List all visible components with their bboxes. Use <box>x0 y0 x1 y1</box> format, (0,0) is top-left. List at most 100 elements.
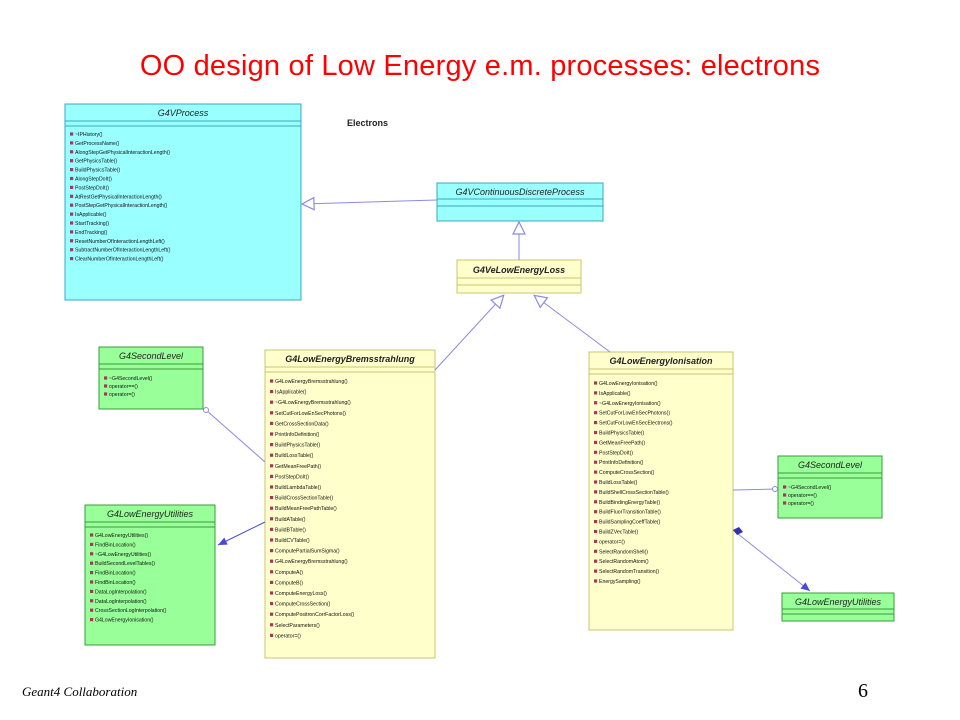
operation-bullet <box>70 257 74 261</box>
operation-bullet <box>70 132 74 136</box>
operation: BuildSamplingCoeffTable() <box>599 520 661 526</box>
operation-bullet <box>70 212 74 216</box>
operation: G4LowEnergyBremsstrahlung() <box>275 559 348 565</box>
aggregation-diamond <box>733 527 743 535</box>
operation: ComputeA() <box>275 570 303 576</box>
operation: BuildLossTable() <box>275 453 314 459</box>
operation-bullet <box>90 599 94 603</box>
operation-bullet <box>70 230 74 234</box>
operation-bullet <box>594 529 598 534</box>
class-bremsstrahlung[interactable]: G4LowEnergyBremsstrahlung G4LowEnergyBre… <box>264 349 436 659</box>
operation: DataLogInterpolation() <box>95 589 147 595</box>
class-second-level-right[interactable]: G4SecondLevel ~G4SecondLevel()operator==… <box>777 455 883 519</box>
operation: FindBinLocation() <box>95 571 136 577</box>
operation-bullet <box>90 571 94 575</box>
class-g4vprocess-name: G4VProcess <box>158 108 209 118</box>
operation-bullet <box>594 411 598 415</box>
class-ve-low-energy-loss[interactable]: G4VeLowEnergyLoss <box>456 259 582 294</box>
operation-bullet <box>270 517 274 521</box>
class-utilities-left[interactable]: G4LowEnergyUtilities G4LowEnergyUtilitie… <box>84 504 216 646</box>
operation: G4LowEnergyBremsstrahlung() <box>275 379 348 385</box>
operation: IsApplicable() <box>75 212 107 218</box>
operation-bullet <box>270 623 274 627</box>
operation: ~G4LowEnergyIonisation() <box>599 401 661 407</box>
operation: BuildPhysicsTable() <box>75 168 121 174</box>
operation: SetCutForLowEnSecPhotons() <box>599 411 670 417</box>
operation: BuildFluorTransitionTable() <box>599 510 661 516</box>
operation-bullet <box>270 602 274 606</box>
assoc-brems-utilities-left <box>217 521 266 546</box>
operation-bullet <box>594 500 598 504</box>
operation: ~G4LowEnergyBremsstrahlung() <box>275 400 351 406</box>
operation: ~G4LowEnergyUtilities() <box>95 552 151 558</box>
operation: BuildShellCrossSectionTable() <box>599 490 669 496</box>
operation-bullet <box>594 460 598 464</box>
operation-bullet <box>594 490 598 494</box>
operation-bullet <box>594 401 598 405</box>
operation: ~G4SecondLevel() <box>109 376 153 382</box>
operation: BuildBTable() <box>275 527 306 533</box>
operation: operator==() <box>109 384 138 390</box>
operation-bullet <box>270 411 274 415</box>
operation: FindBinLocation() <box>95 542 136 548</box>
operation: G4LowEnergyIonisation() <box>599 381 658 387</box>
assoc-ion-second-level-right <box>732 488 779 491</box>
operation-bullet <box>270 538 274 542</box>
operation-bullet <box>270 485 274 489</box>
operation: SelectRandomShell() <box>599 549 648 555</box>
operation: BuildATable() <box>275 517 306 523</box>
operation-bullet <box>270 443 274 447</box>
class-second-level-right-ops: ~G4SecondLevel()operator==()operator=() <box>783 485 832 507</box>
operation-bullet <box>90 561 94 565</box>
class-utilities-right[interactable]: G4LowEnergyUtilities <box>781 592 895 622</box>
operation-bullet <box>270 559 274 563</box>
operation: AlongStepDoIt() <box>75 177 112 183</box>
operation: BuildMeanFreePathTable() <box>275 506 337 512</box>
operation-bullet <box>594 539 598 543</box>
operation-bullet <box>783 493 787 497</box>
operation: StartTracking() <box>75 221 109 227</box>
operation: operator=() <box>109 392 135 398</box>
operation: G4LowEnergyIonisation() <box>95 618 154 624</box>
operation: BuildPhysicsTable() <box>275 443 321 449</box>
operation-bullet <box>783 501 787 505</box>
class-second-level-left[interactable]: G4SecondLevel ~G4SecondLevel()operator==… <box>98 346 204 410</box>
operation: GetPhysicsTable() <box>75 159 117 165</box>
operation-bullet <box>270 570 274 574</box>
operation-bullet <box>70 194 74 198</box>
operation-bullet <box>70 159 74 163</box>
class-ionisation[interactable]: G4LowEnergyIonisation G4LowEnergyIonisat… <box>588 351 734 631</box>
operation: BuildBindingEnergyTable() <box>599 500 660 506</box>
operation-bullet <box>90 552 94 556</box>
operation-bullet <box>270 549 274 553</box>
class-utilities-right-name: G4LowEnergyUtilities <box>795 597 882 607</box>
operation-bullet <box>270 474 274 478</box>
operation-bullet <box>270 633 274 637</box>
operation: PostStepDoIt() <box>75 185 109 191</box>
operation-bullet <box>104 376 108 380</box>
operation: BuildZVecTable() <box>599 530 638 536</box>
operation-bullet <box>270 527 274 531</box>
operation: SelectRandomTransition() <box>599 569 659 575</box>
operation-bullet <box>70 221 74 225</box>
class-second-level-left-ops: ~G4SecondLevel() operator==() operator=() <box>104 376 153 398</box>
operation-bullet <box>594 450 598 454</box>
operation-bullet <box>70 150 74 154</box>
operation: IsApplicable() <box>275 390 307 396</box>
class-continuous-discrete-process[interactable]: G4VContinuousDiscreteProcess <box>436 182 604 222</box>
operation-bullet <box>104 384 108 388</box>
operation-bullet <box>90 542 94 546</box>
class-g4vprocess-ops: ~IPHistory()GetProcessName()AlongStepGet… <box>70 132 171 263</box>
operation-bullet <box>90 589 94 593</box>
class-second-level-right-name: G4SecondLevel <box>798 460 863 470</box>
diagram-label: Electrons <box>347 118 388 128</box>
operation-bullet <box>270 612 274 616</box>
assoc-end-circle <box>772 486 778 492</box>
class-g4vprocess[interactable]: G4VProcess ~IPHistory()GetProcessName()A… <box>64 103 302 301</box>
operation: GetMeanFreePath() <box>599 440 645 446</box>
operation-bullet <box>594 569 598 573</box>
class-continuous-discrete-process-name: G4VContinuousDiscreteProcess <box>455 187 585 197</box>
operation: SelectParameters() <box>275 623 320 629</box>
operation-bullet <box>594 421 598 425</box>
operation: operator=() <box>599 539 625 545</box>
